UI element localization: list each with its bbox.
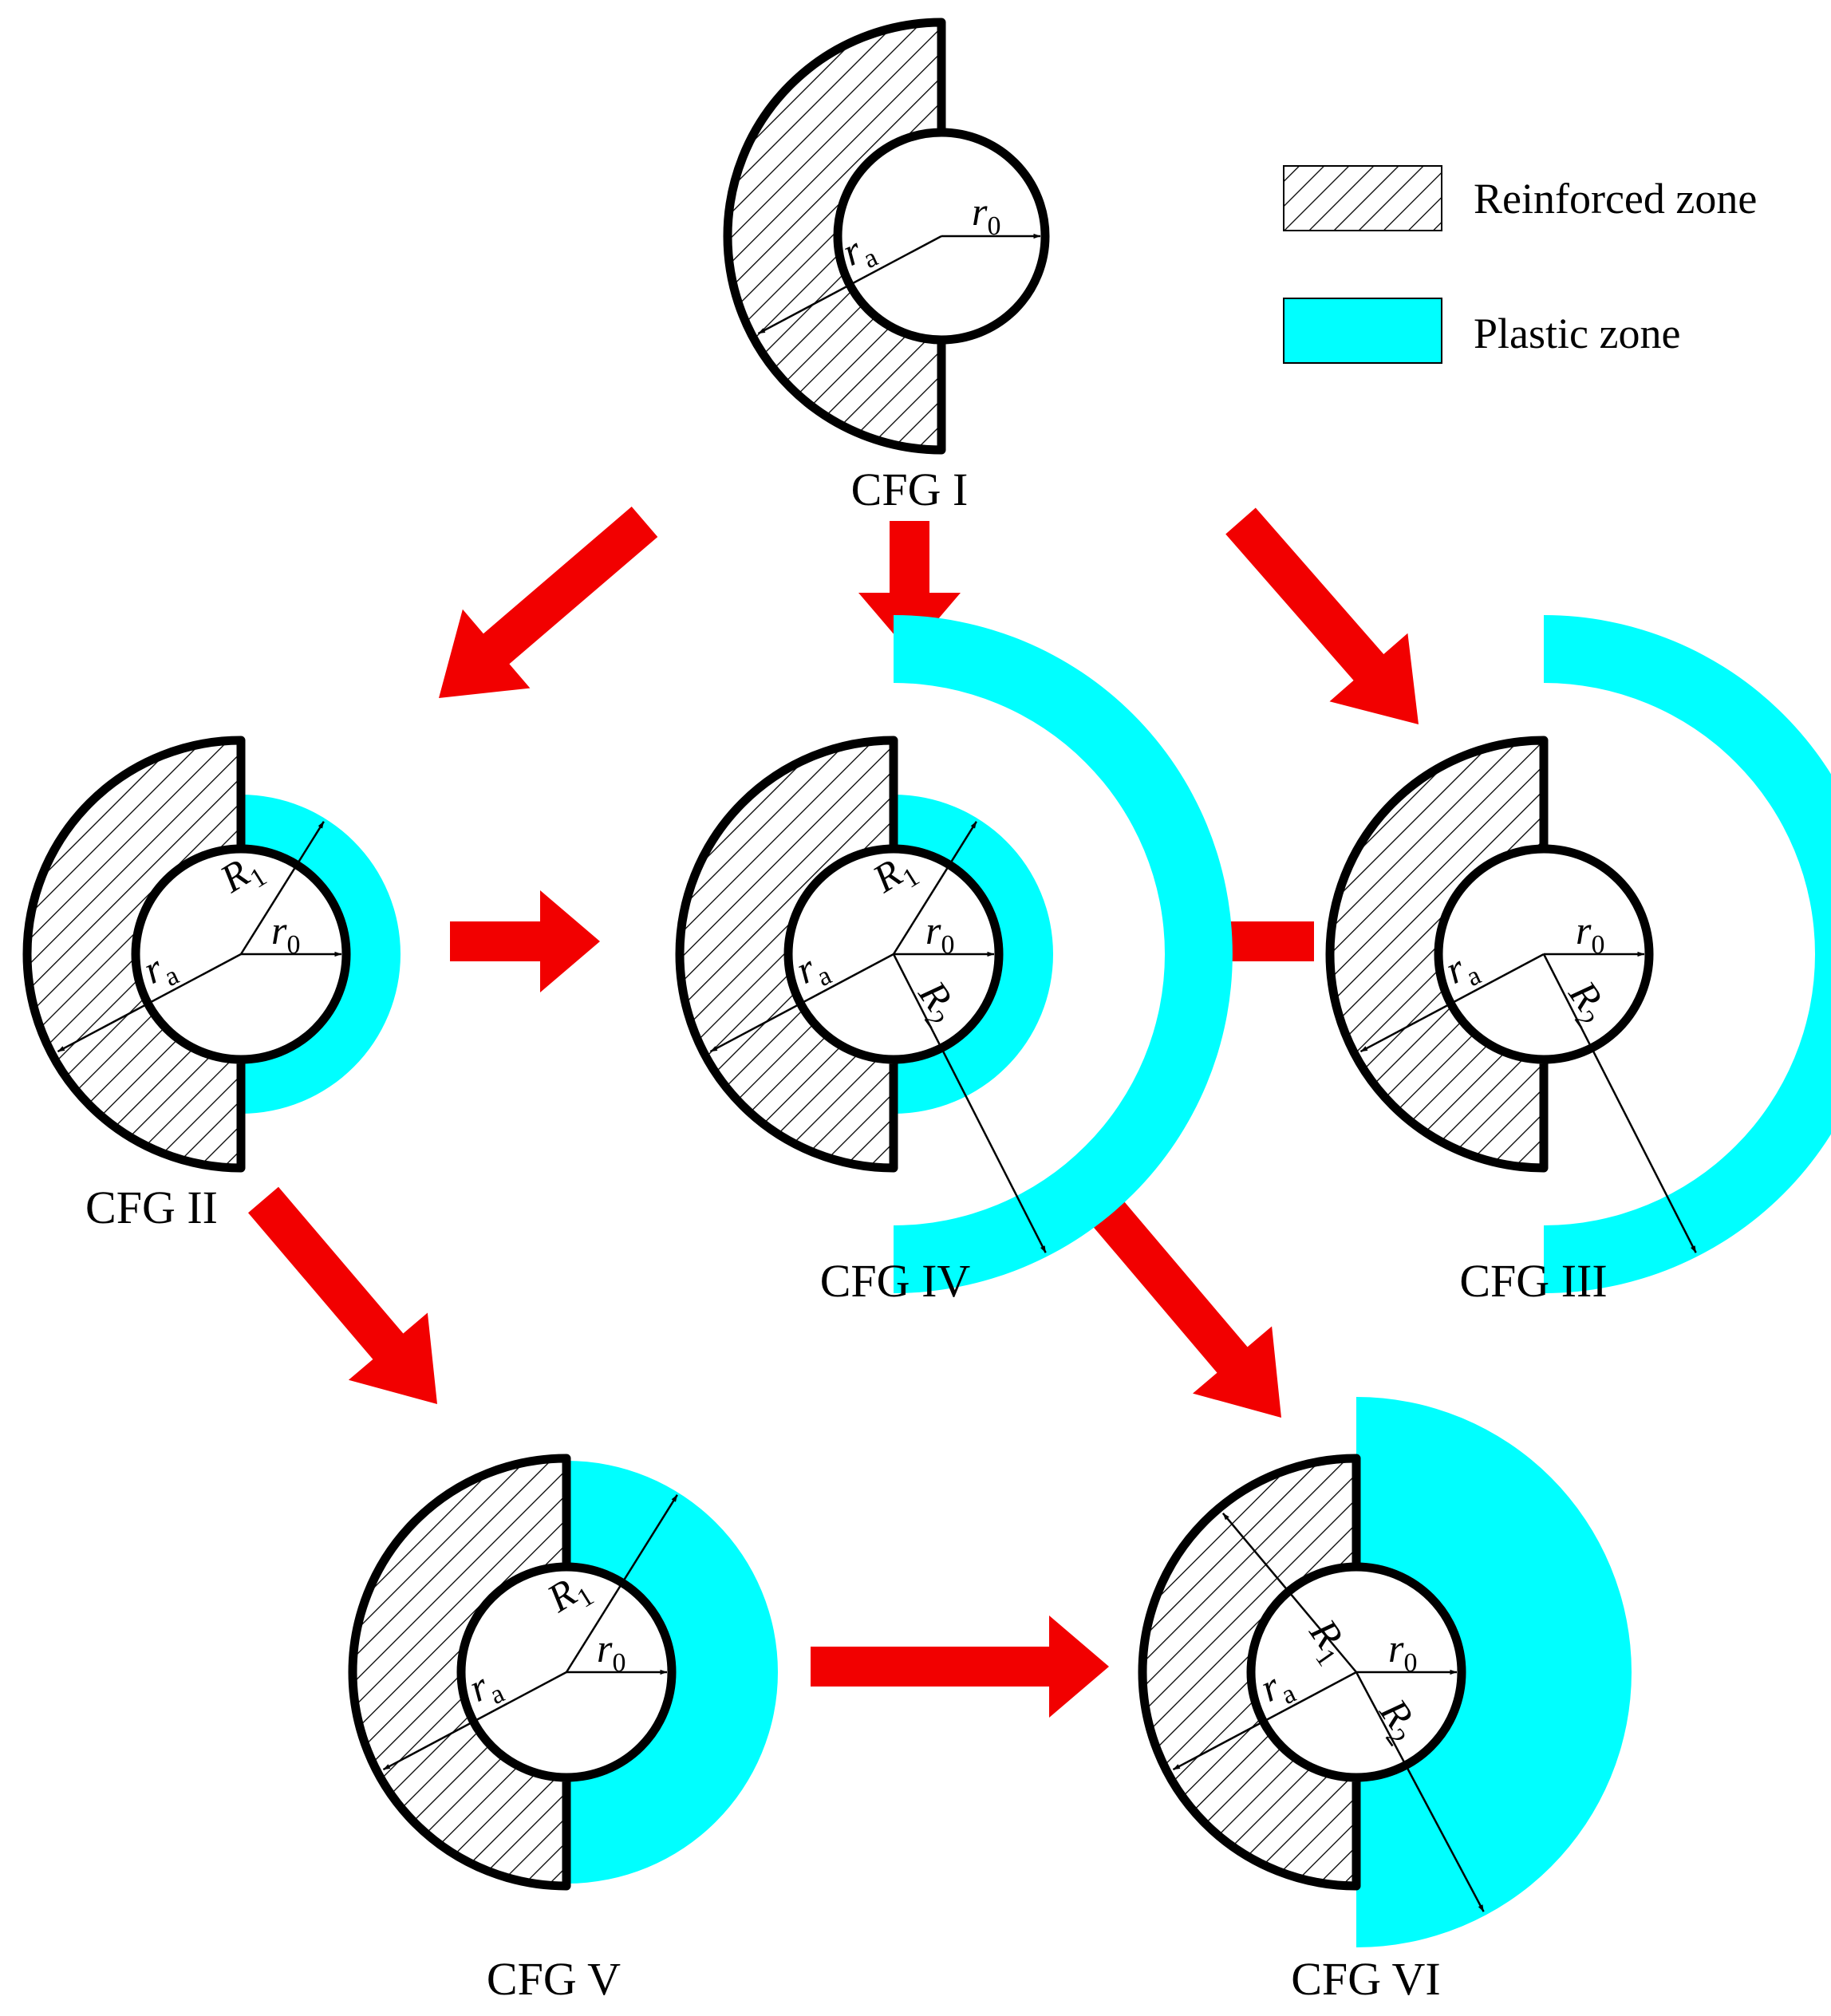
- plastic-zone-1: [894, 795, 1053, 1114]
- reinforced-outline: [348, 1454, 571, 1891]
- plastic-zone-2: [894, 615, 1233, 1293]
- reinforced-outline: [1138, 1454, 1361, 1891]
- legend: Reinforced zone Plastic zone: [1283, 165, 1757, 364]
- legend-label-reinforced: Reinforced zone: [1474, 175, 1757, 223]
- R2-label: R2: [1365, 1690, 1430, 1751]
- r0-label: r0: [1576, 908, 1604, 960]
- ra-dimension: [57, 953, 242, 1053]
- R2-dimension: [1355, 1671, 1485, 1912]
- R1-dimension: [892, 821, 977, 955]
- R2-label: R2: [904, 972, 969, 1033]
- arrow-cfg-i-to-iii: [1225, 507, 1419, 724]
- tunnel-outline: [941, 128, 1050, 345]
- caption-cfg-iv: CFG IV: [820, 1255, 971, 1307]
- ra-dimension: [709, 953, 894, 1053]
- arrow-cfg-i-to-ii: [439, 507, 658, 698]
- ra-dimension: [382, 1671, 567, 1771]
- plastic-zone-1: [1356, 1397, 1632, 1947]
- caption-cfg-iii: CFG III: [1459, 1255, 1607, 1307]
- reinforced-outline: [22, 736, 246, 1173]
- R2-dimension: [1542, 953, 1697, 1253]
- reinforced-outline: [1325, 736, 1549, 1173]
- arrow-cfg-ii-to-v: [248, 1186, 437, 1404]
- R2-label: R2: [1554, 972, 1619, 1033]
- reinforced-outline: [723, 18, 946, 455]
- r0-label: r0: [925, 908, 954, 960]
- reinforced-outline: [675, 736, 898, 1173]
- R1-dimension: [1221, 1513, 1357, 1673]
- legend-label-plastic: Plastic zone: [1474, 310, 1680, 357]
- R1-label: R1: [1295, 1610, 1359, 1671]
- ra-dimension: [757, 235, 942, 335]
- arrow-cfg-iv-to-vi: [1091, 1199, 1281, 1418]
- R1-dimension: [239, 821, 325, 955]
- caption-cfg-v: CFG V: [487, 1953, 621, 2005]
- caption-cfg-vi: CFG VI: [1291, 1953, 1440, 2005]
- arrow-cfg-v-to-vi: [811, 1616, 1109, 1718]
- plastic-zone-1: [241, 795, 401, 1114]
- r0-label: r0: [972, 189, 1000, 241]
- plastic-zone-1: [1544, 615, 1831, 1293]
- legend-swatch-plastic: [1283, 298, 1442, 364]
- r0-label: r0: [1388, 1626, 1417, 1678]
- caption-cfg-i: CFG I: [851, 464, 969, 515]
- tunnel-outline: [1355, 1562, 1466, 1782]
- legend-swatch-reinforced: [1283, 165, 1442, 231]
- tunnel-outline: [240, 844, 351, 1064]
- R2-dimension: [892, 953, 1047, 1253]
- tunnel-outline: [566, 1562, 677, 1782]
- captions: CFG I CFG II CFG III CFG IV CFG V CFG VI: [85, 464, 1608, 2005]
- caption-cfg-ii: CFG II: [85, 1182, 218, 1233]
- r0-label: r0: [271, 908, 300, 960]
- ra-dimension: [1359, 953, 1545, 1053]
- ra-dimension: [1172, 1671, 1357, 1771]
- R1-dimension: [565, 1494, 678, 1673]
- arrow-cfg-ii-to-iv: [450, 890, 600, 992]
- r0-label: r0: [597, 1626, 625, 1678]
